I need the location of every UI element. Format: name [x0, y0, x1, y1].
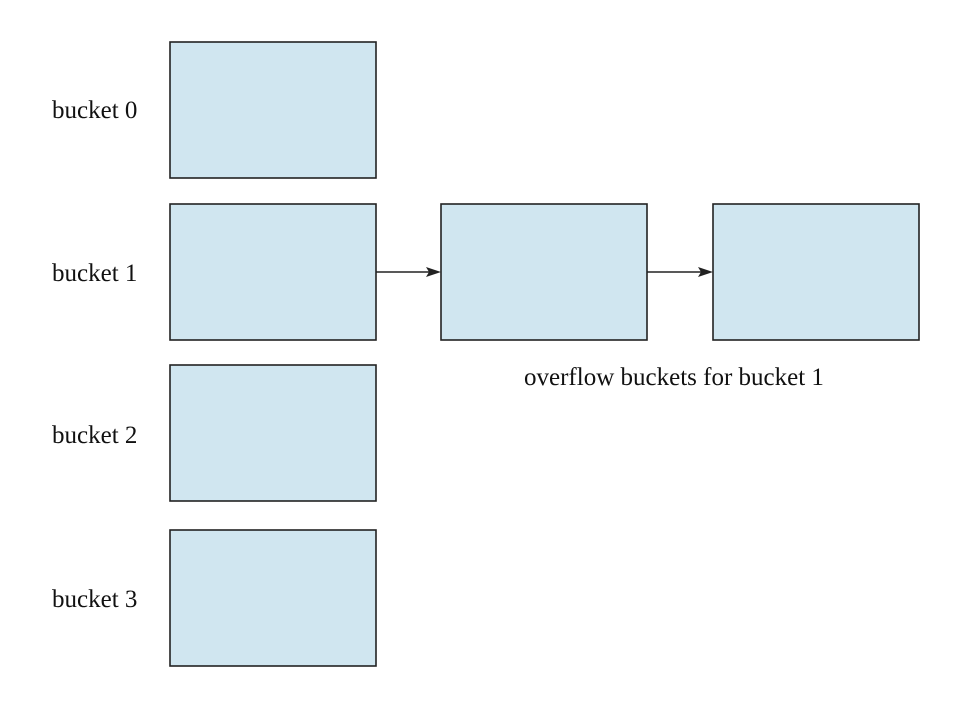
- arrow-to-overflow-2: [647, 267, 713, 277]
- bucket-0-block: [169, 41, 377, 179]
- bucket-1-block: [169, 203, 377, 341]
- overflow-chain: overflow buckets for bucket 1: [376, 203, 920, 391]
- bucket-3-block: [169, 529, 377, 667]
- bucket-3: bucket 3: [52, 529, 377, 667]
- bucket-2-label: bucket 2: [52, 422, 137, 449]
- bucket-1-label: bucket 1: [52, 260, 137, 287]
- bucket-0: bucket 0: [52, 41, 377, 179]
- overflow-bucket-2: [712, 203, 920, 341]
- bucket-0-label: bucket 0: [52, 97, 137, 124]
- bucket-1: bucket 1: [52, 203, 377, 341]
- overflow-caption: overflow buckets for bucket 1: [524, 364, 824, 391]
- bucket-2-block: [169, 364, 377, 502]
- bucket-2: bucket 2: [52, 364, 377, 502]
- bucket-3-label: bucket 3: [52, 586, 137, 613]
- arrow-to-overflow-1: [376, 267, 441, 277]
- overflow-bucket-1: [440, 203, 648, 341]
